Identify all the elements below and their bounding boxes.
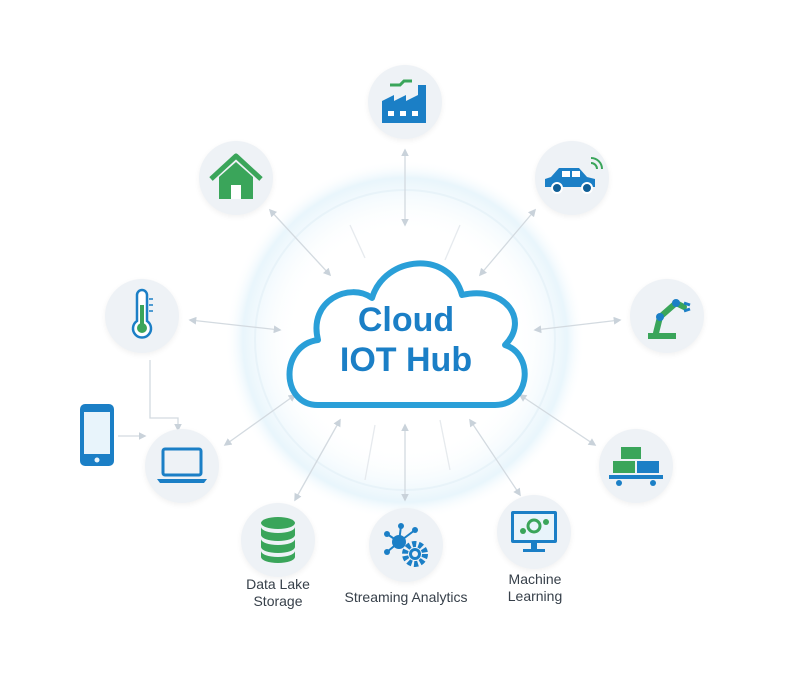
- node-factory[interactable]: [368, 65, 442, 139]
- node-ml[interactable]: [497, 495, 571, 569]
- robot-arm-icon: [648, 299, 691, 339]
- monitor-gears-icon: [511, 511, 557, 552]
- label-streaming: Streaming Analytics: [344, 589, 468, 605]
- link-thermometer: [188, 316, 282, 334]
- link-laptop: [223, 394, 297, 446]
- link-home: [268, 208, 332, 277]
- hub-title-line2: IOT Hub: [339, 341, 473, 379]
- link-robot: [533, 316, 622, 334]
- link-thermo-laptop: [149, 360, 182, 432]
- node-datalake[interactable]: [241, 503, 315, 577]
- label-datalake: Data Lake Storage: [246, 576, 310, 609]
- node-robot[interactable]: [630, 279, 704, 353]
- smartphone-icon[interactable]: [78, 402, 118, 470]
- laptop-icon: [157, 447, 207, 483]
- link-datalake: [294, 418, 341, 502]
- cloud-shape: [286, 260, 528, 408]
- house-icon: [209, 153, 263, 199]
- link-logistics: [518, 394, 597, 446]
- network-gear-icon: [384, 523, 428, 567]
- link-car: [478, 208, 537, 277]
- node-laptop[interactable]: [145, 429, 219, 503]
- container-truck-icon: [609, 447, 663, 486]
- node-streaming[interactable]: [369, 508, 443, 582]
- hub-title-line1: Cloud: [357, 301, 455, 339]
- thermometer-icon: [131, 288, 153, 339]
- node-logistics[interactable]: [599, 429, 673, 503]
- hub-title: Cloud IOT Hub: [287, 300, 525, 380]
- database-icon: [261, 517, 295, 563]
- link-ml: [469, 418, 521, 497]
- node-thermometer[interactable]: [105, 279, 179, 353]
- factory-icon: [382, 79, 426, 123]
- node-home[interactable]: [199, 141, 273, 215]
- node-car[interactable]: [535, 141, 609, 215]
- connected-car-icon: [545, 157, 603, 194]
- label-ml: Machine Learning: [507, 571, 563, 604]
